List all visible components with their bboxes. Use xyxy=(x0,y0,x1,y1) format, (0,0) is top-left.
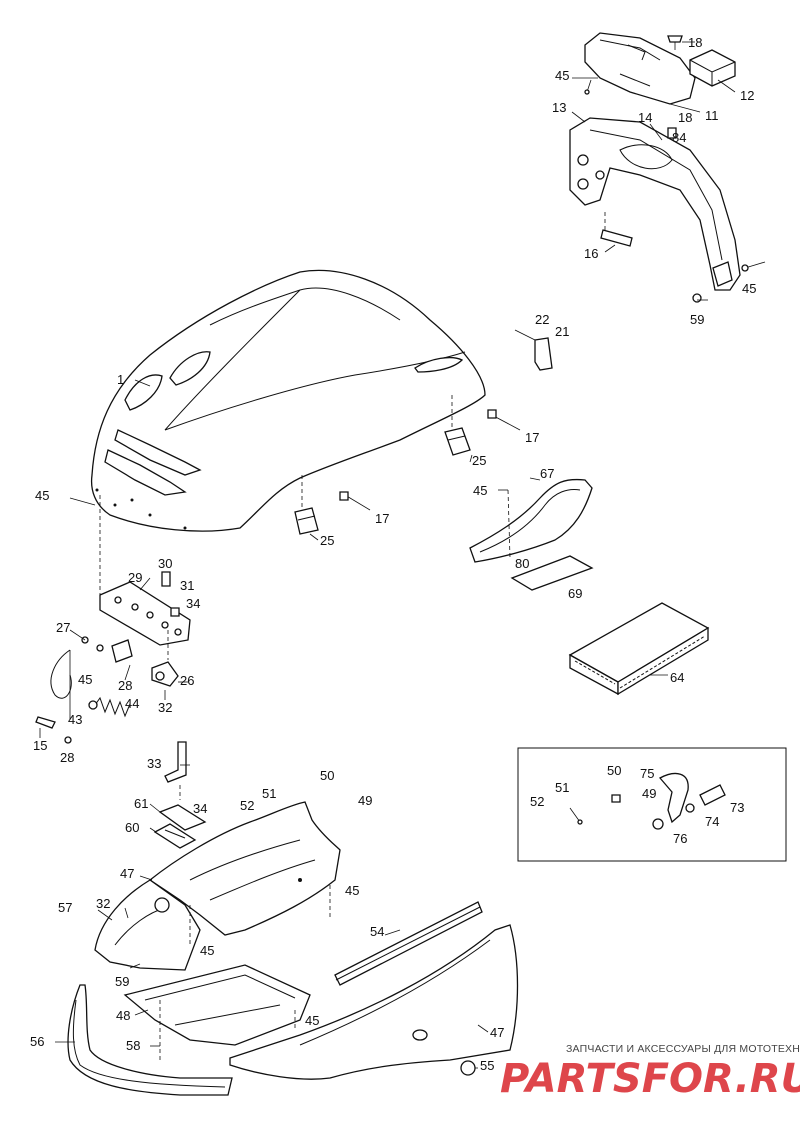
front-bumper-56 xyxy=(67,984,233,1096)
callout-21: 21 xyxy=(555,324,569,339)
spring-44 xyxy=(88,696,131,718)
rear-fender-frame xyxy=(569,117,741,291)
callout-33: 33 xyxy=(147,756,161,771)
inset-detail-box xyxy=(517,747,787,862)
latch-21 xyxy=(514,329,553,371)
trim-strip-54 xyxy=(334,901,483,986)
callout-27: 27 xyxy=(56,620,70,635)
bolts-30-31 xyxy=(161,571,180,617)
callout-44: 44 xyxy=(125,696,139,711)
callout-1: 1 xyxy=(117,372,124,387)
callout-30: 30 xyxy=(158,556,172,571)
support-plate-29 xyxy=(99,495,191,646)
watermark-logo: PARTSFOR.RU xyxy=(500,1056,800,1102)
cable-43 xyxy=(35,649,72,744)
callout-25: 25 xyxy=(472,453,486,468)
callout-17: 17 xyxy=(525,430,539,445)
callout-25: 25 xyxy=(320,533,334,548)
callout-49: 49 xyxy=(358,793,372,808)
callout-61: 61 xyxy=(134,796,148,811)
callout-11: 11 xyxy=(705,108,719,123)
callout-51: 51 xyxy=(262,786,276,801)
callout-64: 64 xyxy=(670,670,684,685)
callout-45: 45 xyxy=(473,483,487,498)
callout-45: 45 xyxy=(305,1013,319,1028)
callout-50: 50 xyxy=(607,763,621,778)
callout-15: 15 xyxy=(33,738,47,753)
bolts-17 xyxy=(339,409,521,511)
callout-28: 28 xyxy=(60,750,74,765)
callout-84: 84 xyxy=(672,130,686,145)
callout-17: 17 xyxy=(375,511,389,526)
callout-51: 51 xyxy=(555,780,569,795)
callout-18: 18 xyxy=(688,35,702,50)
callout-52: 52 xyxy=(240,798,254,813)
callout-34: 34 xyxy=(186,596,200,611)
callout-26: 26 xyxy=(180,673,194,688)
watermark: ЗАПЧАСТИ И АКСЕССУАРЫ ДЛЯ МОТОТЕХНИКИ PA… xyxy=(500,1043,800,1102)
callout-16: 16 xyxy=(584,246,598,261)
callout-45: 45 xyxy=(200,943,214,958)
callout-45: 45 xyxy=(78,672,92,687)
callout-45: 45 xyxy=(345,883,359,898)
callout-28: 28 xyxy=(118,678,132,693)
callout-52: 52 xyxy=(530,794,544,809)
storage-box-64 xyxy=(568,602,710,696)
belly-pan-47-lower xyxy=(229,924,519,1080)
callout-45: 45 xyxy=(742,281,756,296)
callout-76: 76 xyxy=(673,831,687,846)
callout-59: 59 xyxy=(115,974,129,989)
decal-69 xyxy=(510,555,594,591)
callout-34: 34 xyxy=(193,801,207,816)
callout-32: 32 xyxy=(96,896,110,911)
callout-22: 22 xyxy=(535,312,549,327)
callout-32: 32 xyxy=(158,700,172,715)
fasteners-top-right xyxy=(584,35,766,303)
callout-60: 60 xyxy=(125,820,139,835)
callout-29: 29 xyxy=(128,570,142,585)
callout-50: 50 xyxy=(320,768,334,783)
belly-pan-47-upper xyxy=(94,801,341,971)
plate-60-61 xyxy=(153,804,207,849)
hood-bracket-25-a xyxy=(444,395,471,456)
callout-12: 12 xyxy=(740,88,754,103)
callout-47: 47 xyxy=(120,866,134,881)
callout-54: 54 xyxy=(370,924,384,939)
callout-69: 69 xyxy=(568,586,582,601)
watermark-caption: ЗАПЧАСТИ И АКСЕССУАРЫ ДЛЯ МОТОТЕХНИКИ xyxy=(566,1043,800,1055)
callout-48: 48 xyxy=(116,1008,130,1023)
seat-cushion xyxy=(584,32,696,105)
callout-58: 58 xyxy=(126,1038,140,1053)
hood xyxy=(90,269,486,532)
callout-74: 74 xyxy=(705,814,719,829)
floor-liner-48 xyxy=(123,964,311,1046)
callout-49: 49 xyxy=(642,786,656,801)
callout-67: 67 xyxy=(540,466,554,481)
console-67 xyxy=(469,478,593,563)
seat-pad xyxy=(689,49,736,87)
callout-59: 59 xyxy=(690,312,704,327)
callout-80: 80 xyxy=(515,556,529,571)
hood-bracket-25-b xyxy=(294,475,319,535)
callout-13: 13 xyxy=(552,100,566,115)
hinge-27 xyxy=(81,636,133,663)
callout-labels: 18 12 45 11 13 14 18 84 16 45 59 22 21 1… xyxy=(30,35,756,1073)
bracket-16 xyxy=(600,212,633,247)
callout-14: 14 xyxy=(638,110,652,125)
callout-47: 47 xyxy=(490,1025,504,1040)
callout-75: 75 xyxy=(640,766,654,781)
callout-57: 57 xyxy=(58,900,72,915)
leader-lines xyxy=(39,41,736,1069)
callout-55: 55 xyxy=(480,1058,494,1073)
bracket-26 xyxy=(151,630,179,687)
callout-45: 45 xyxy=(35,488,49,503)
callout-18: 18 xyxy=(678,110,692,125)
callout-56: 56 xyxy=(30,1034,44,1049)
bracket-33 xyxy=(164,741,187,800)
callout-73: 73 xyxy=(730,800,744,815)
callout-43: 43 xyxy=(68,712,82,727)
callout-31: 31 xyxy=(180,578,194,593)
callout-45: 45 xyxy=(555,68,569,83)
